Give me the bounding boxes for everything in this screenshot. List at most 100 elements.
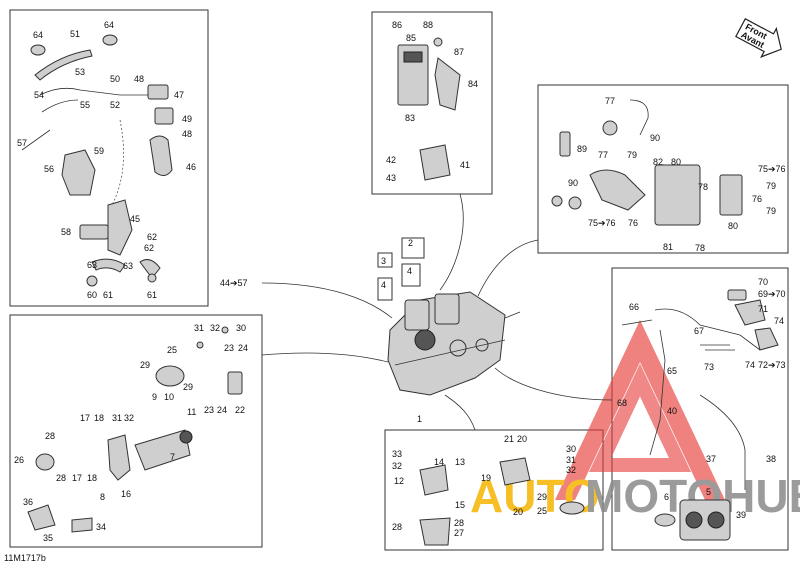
svg-text:7: 7 [170, 452, 175, 462]
svg-text:89: 89 [577, 144, 587, 154]
figure-code: 11M1717b [4, 553, 46, 563]
svg-text:70: 70 [758, 277, 768, 287]
svg-text:48: 48 [134, 74, 144, 84]
svg-text:27: 27 [454, 528, 464, 538]
svg-text:45: 45 [130, 214, 140, 224]
bc-parts [419, 457, 585, 546]
svg-text:23: 23 [224, 343, 234, 353]
svg-text:57: 57 [17, 138, 27, 148]
svg-text:12: 12 [394, 476, 404, 486]
svg-text:52: 52 [110, 100, 120, 110]
svg-text:74: 74 [774, 316, 784, 326]
svg-text:4: 4 [381, 280, 386, 290]
svg-text:72➔73: 72➔73 [758, 360, 786, 370]
svg-text:30: 30 [566, 444, 576, 454]
svg-text:34: 34 [96, 522, 106, 532]
svg-text:79: 79 [627, 150, 637, 160]
svg-text:3: 3 [381, 256, 386, 266]
svg-text:64: 64 [104, 20, 114, 30]
tm-labels: 86 85 88 87 84 83 42 41 43 [386, 20, 478, 183]
svg-text:29: 29 [140, 360, 150, 370]
svg-text:13: 13 [455, 457, 465, 467]
svg-text:26: 26 [14, 455, 24, 465]
svg-text:25: 25 [537, 506, 547, 516]
svg-text:40: 40 [667, 406, 677, 416]
svg-text:90: 90 [568, 178, 578, 188]
center-labels: 2 3 4 4 1 44➔57 [220, 238, 422, 424]
svg-text:80: 80 [728, 221, 738, 231]
svg-text:42: 42 [386, 155, 396, 165]
svg-text:31: 31 [112, 413, 122, 423]
svg-text:28: 28 [454, 518, 464, 528]
left-labels: 31 32 30 25 23 24 29 29 9 10 23 24 22 17… [14, 323, 248, 543]
tl-labels: 64 64 51 53 50 48 47 54 55 52 49 48 57 5… [17, 20, 196, 300]
svg-text:20: 20 [517, 434, 527, 444]
tm-parts [397, 37, 461, 181]
svg-text:25: 25 [167, 345, 177, 355]
svg-text:79: 79 [766, 181, 776, 191]
svg-text:24: 24 [238, 343, 248, 353]
svg-text:81: 81 [663, 242, 673, 252]
svg-text:55: 55 [80, 100, 90, 110]
svg-text:48: 48 [182, 129, 192, 139]
svg-text:79: 79 [766, 206, 776, 216]
tr-labels: 77 90 89 77 79 82 80 75➔76 90 78 79 76 7… [568, 96, 786, 253]
svg-text:36: 36 [23, 497, 33, 507]
svg-text:49: 49 [182, 114, 192, 124]
svg-text:62: 62 [147, 232, 157, 242]
svg-text:41: 41 [460, 160, 470, 170]
left-parts [27, 326, 243, 533]
svg-text:60: 60 [87, 290, 97, 300]
svg-text:51: 51 [70, 29, 80, 39]
svg-text:73: 73 [704, 362, 714, 372]
svg-text:44➔57: 44➔57 [220, 278, 248, 288]
svg-text:82: 82 [653, 157, 663, 167]
svg-text:9: 9 [152, 392, 157, 402]
svg-text:43: 43 [386, 173, 396, 183]
svg-text:33: 33 [392, 449, 402, 459]
svg-text:69➔70: 69➔70 [758, 289, 786, 299]
panel-bottom-center [384, 429, 604, 551]
svg-text:90: 90 [650, 133, 660, 143]
svg-text:8: 8 [100, 492, 105, 502]
svg-text:76: 76 [752, 194, 762, 204]
svg-text:21: 21 [504, 434, 514, 444]
svg-text:10: 10 [164, 392, 174, 402]
watermark-logo: AUTO MOTOHUB [470, 320, 800, 522]
svg-text:80: 80 [671, 157, 681, 167]
svg-text:20: 20 [513, 507, 523, 517]
svg-text:58: 58 [61, 227, 71, 237]
svg-text:29: 29 [183, 382, 193, 392]
svg-text:68: 68 [617, 398, 627, 408]
svg-text:61: 61 [103, 290, 113, 300]
leader-left [261, 352, 389, 363]
svg-text:31: 31 [194, 323, 204, 333]
svg-text:75➔76: 75➔76 [588, 218, 616, 228]
right-parts [621, 289, 779, 541]
svg-text:1: 1 [417, 414, 422, 424]
svg-text:64: 64 [33, 30, 43, 40]
svg-text:62: 62 [144, 243, 154, 253]
svg-text:47: 47 [174, 90, 184, 100]
leader-bottom-center [444, 394, 476, 431]
panel-top-left [9, 9, 209, 307]
tr-parts [551, 99, 743, 226]
leader-top-right [477, 239, 539, 297]
svg-text:5: 5 [706, 487, 711, 497]
svg-text:4: 4 [407, 266, 412, 276]
svg-text:54: 54 [34, 90, 44, 100]
leader-top-middle [439, 193, 464, 291]
svg-text:77: 77 [605, 96, 615, 106]
panel-top-right [537, 84, 789, 254]
svg-text:32: 32 [566, 465, 576, 475]
svg-text:74: 74 [745, 360, 755, 370]
svg-text:78: 78 [698, 182, 708, 192]
svg-text:15: 15 [455, 500, 465, 510]
svg-text:16: 16 [121, 489, 131, 499]
svg-text:22: 22 [235, 405, 245, 415]
svg-text:53: 53 [75, 67, 85, 77]
svg-text:65: 65 [667, 366, 677, 376]
svg-text:35: 35 [43, 533, 53, 543]
svg-text:31: 31 [566, 455, 576, 465]
